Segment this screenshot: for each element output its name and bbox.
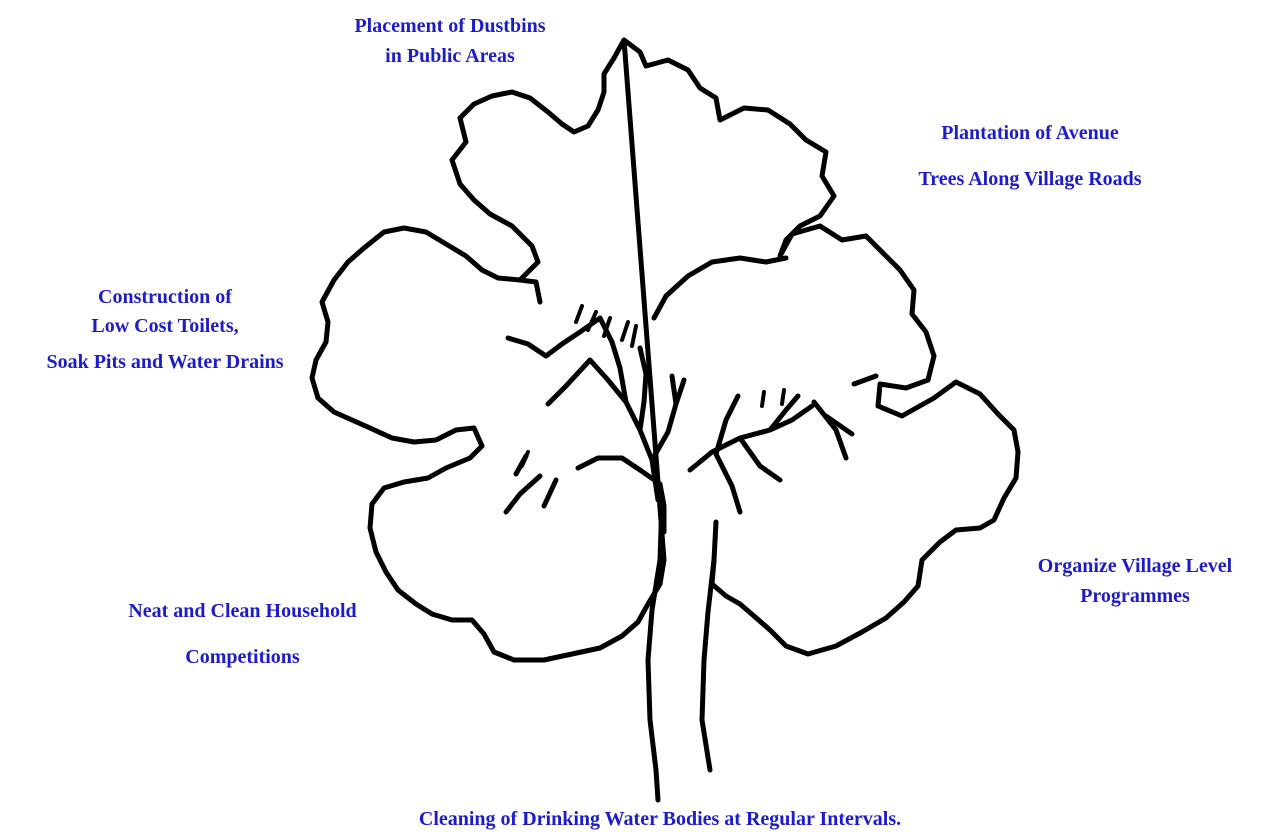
- label-dustbins-line-2: in Public Areas: [385, 45, 515, 67]
- label-plantation-of-avenue-trees: Plantation of Avenue Trees Along Village…: [840, 110, 1220, 202]
- label-avenue-line-1: Plantation of Avenue: [941, 122, 1119, 144]
- label-toilets-line-3: Soak Pits and Water Drains: [46, 351, 284, 373]
- label-cleaning-water-bodies: Cleaning of Drinking Water Bodies at Reg…: [380, 804, 940, 834]
- tree-twig-marks: [520, 304, 786, 468]
- label-organize-village-programmes: Organize Village Level Programmes: [1000, 551, 1270, 611]
- label-placement-of-dustbins: Placement of Dustbins in Public Areas: [300, 11, 600, 71]
- tree-inner-lobe-right: [851, 373, 879, 387]
- label-toilets-line-1: Construction of: [98, 286, 232, 308]
- label-dustbins-line-1: Placement of Dustbins: [354, 15, 546, 37]
- tree-trunk-left: [645, 497, 665, 803]
- label-avenue-line-2: Trees Along Village Roads: [918, 168, 1142, 190]
- label-village-line-2: Programmes: [1080, 585, 1190, 607]
- label-construction-of-toilets: Construction of Low Cost Toilets, Soak P…: [0, 283, 330, 385]
- tree-branches: [503, 315, 855, 515]
- label-water-line-1: Cleaning of Drinking Water Bodies at Reg…: [418, 808, 902, 830]
- label-household-line-2: Competitions: [185, 646, 300, 668]
- label-household-line-1: Neat and Clean Household: [128, 600, 357, 622]
- label-toilets-line-2: Low Cost Toilets,: [91, 315, 239, 337]
- tree-inner-lobe-center: [651, 255, 789, 321]
- label-village-line-1: Organize Village Level: [1037, 555, 1233, 577]
- tree-trunk-right: [699, 519, 719, 773]
- tree-inner-lobe-left: [517, 277, 543, 305]
- label-neat-clean-household: Neat and Clean Household Competitions: [80, 588, 405, 680]
